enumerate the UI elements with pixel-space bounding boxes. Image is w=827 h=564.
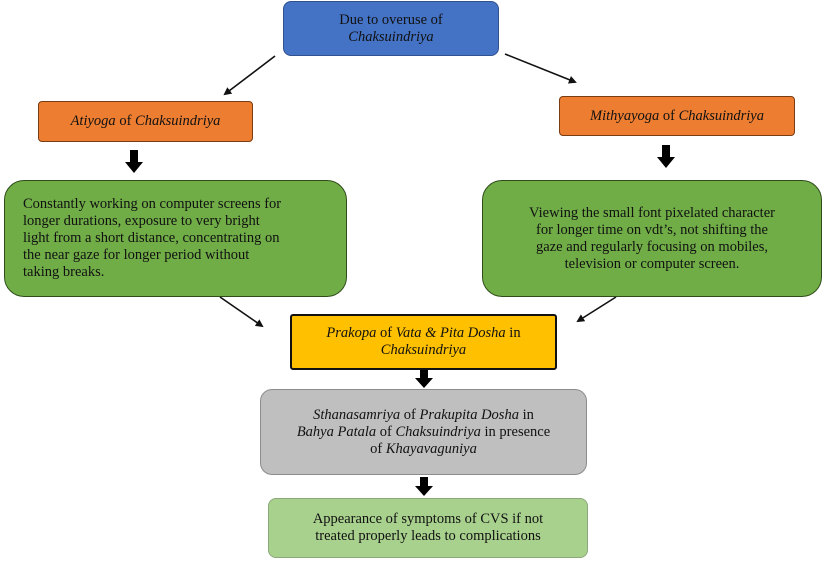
overuse-line1: Due to overuse of: [339, 11, 443, 28]
box-atiyoga: Atiyoga of Chaksuindriya: [38, 101, 253, 142]
sthana-patala: Bahya Patala: [296, 423, 377, 440]
mithyayoga-desc-line: Viewing the small font pixelated charact…: [529, 204, 775, 221]
arrow-top-to-mithyayoga: [504, 53, 577, 84]
block-arrow-atiyoga-down: [125, 150, 143, 173]
box-appearance: Appearance of symptoms of CVS if not tre…: [268, 498, 588, 558]
sthana-organ: Chaksuindriya: [395, 423, 481, 440]
box-atiyoga-description: Constantly working on computer screens f…: [4, 180, 347, 297]
prakopa-doshas: Vata & Pita Dosha: [395, 325, 506, 341]
sthana-presence: in presence: [480, 423, 551, 440]
arrow-top-to-atiyoga: [223, 55, 276, 96]
atiyoga-organ: Chaksuindriya: [135, 113, 221, 129]
atiyoga-desc-line: taking breaks.: [23, 264, 105, 280]
atiyoga-desc-line: light from a short distance, concentrati…: [23, 230, 280, 246]
atiyoga-desc-line: the near gaze for longer period without: [23, 247, 250, 263]
box-sthanasamriya: Sthanasamriya of Prakupita Dosha in Bahy…: [260, 389, 587, 475]
appearance-line: Appearance of symptoms of CVS if not: [312, 511, 544, 527]
sthana-term: Sthanasamriya: [313, 406, 401, 423]
sthana-dosha: Prakupita Dosha: [419, 406, 519, 423]
prakopa-of: of: [376, 325, 396, 341]
box-mithyayoga: Mithyayoga of Chaksuindriya: [559, 96, 795, 136]
mithyayoga-of: of: [659, 107, 679, 124]
box-mithyayoga-description: Viewing the small font pixelated charact…: [482, 180, 822, 297]
mithyayoga-term: Mithyayoga: [590, 107, 660, 124]
sthana-of2: of: [376, 423, 396, 440]
arrow-mithyayoga-desc-to-prakopa: [576, 296, 617, 323]
block-arrow-prakopa-down: [415, 370, 433, 388]
mithyayoga-organ: Chaksuindriya: [678, 107, 764, 124]
appearance-line: treated properly leads to complications: [315, 528, 541, 544]
sthana-khayavaguniya: Khayavaguniya: [385, 440, 477, 457]
mithyayoga-desc-line: for longer time on vdt’s, not shifting t…: [536, 221, 768, 238]
mithyayoga-desc-line: gaze and regularly focusing on mobiles,: [536, 238, 768, 255]
atiyoga-desc-line: Constantly working on computer screens f…: [23, 196, 282, 212]
block-arrow-mithyayoga-down: [657, 145, 675, 168]
arrow-atiyoga-desc-to-prakopa: [219, 296, 264, 328]
mithyayoga-desc-line: television or computer screen.: [564, 255, 740, 272]
prakopa-organ: Chaksuindriya: [380, 342, 467, 358]
sthana-in: in: [518, 406, 534, 423]
sthana-of3: of: [370, 440, 386, 457]
block-arrow-sthana-down: [415, 477, 433, 496]
box-prakopa: Prakopa of Vata & Pita Dosha in Chaksuin…: [290, 314, 557, 370]
prakopa-in: in: [505, 325, 521, 341]
atiyoga-term: Atiyoga: [70, 113, 116, 129]
sthana-of: of: [400, 406, 420, 423]
atiyoga-desc-line: longer durations, exposure to very brigh…: [23, 213, 260, 229]
prakopa-term: Prakopa: [326, 325, 377, 341]
box-overuse: Due to overuse of Chaksuindriya: [283, 1, 499, 56]
overuse-line2: Chaksuindriya: [348, 28, 434, 45]
atiyoga-of: of: [115, 113, 136, 129]
